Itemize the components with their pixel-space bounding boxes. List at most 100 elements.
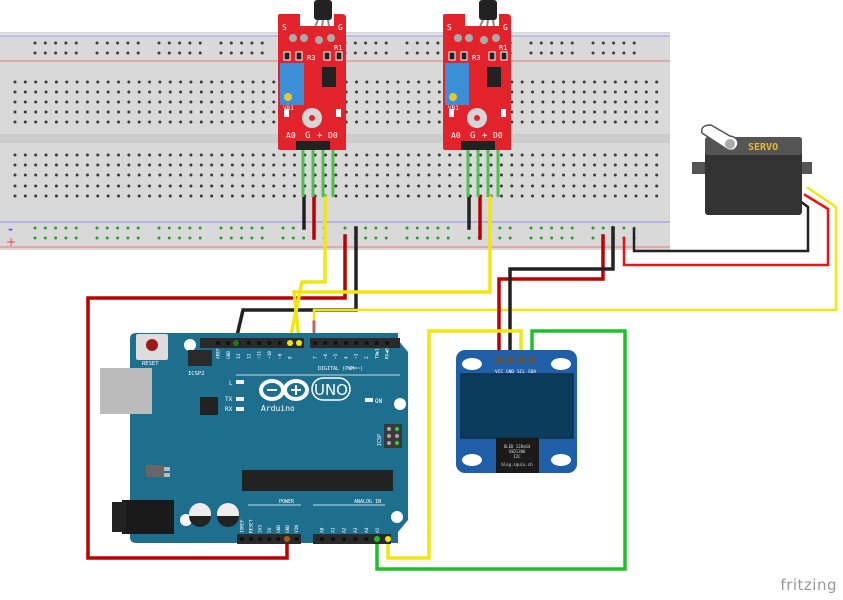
breadboard-hole[interactable]	[96, 173, 100, 177]
breadboard-hole[interactable]	[551, 163, 555, 167]
breadboard-hole[interactable]	[65, 173, 69, 177]
breadboard-hole[interactable]	[655, 184, 659, 188]
breadboard-hole[interactable]	[582, 90, 586, 94]
breadboard-hole[interactable]	[365, 163, 369, 167]
breadboard-hole[interactable]	[551, 90, 555, 94]
breadboard-hole[interactable]	[44, 110, 48, 114]
breadboard-hole[interactable]	[406, 194, 410, 198]
breadboard-hole[interactable]	[334, 153, 338, 157]
breadboard-hole[interactable]	[593, 90, 597, 94]
header-pin-3v3[interactable]	[258, 537, 262, 541]
breadboard-hole[interactable]	[127, 184, 131, 188]
wire-gnd-black[interactable]	[233, 226, 358, 343]
breadboard-hole[interactable]	[179, 184, 183, 188]
breadboard-hole[interactable]	[624, 100, 628, 104]
breadboard-hole[interactable]	[136, 226, 140, 230]
breadboard-hole[interactable]	[644, 194, 648, 198]
breadboard-hole[interactable]	[364, 226, 368, 230]
breadboard-hole[interactable]	[158, 163, 162, 167]
breadboard-hole[interactable]	[396, 120, 400, 124]
breadboard-hole[interactable]	[34, 184, 38, 188]
breadboard-hole[interactable]	[199, 120, 203, 124]
breadboard-hole[interactable]	[210, 110, 214, 114]
breadboard-hole[interactable]	[510, 173, 514, 177]
breadboard-hole[interactable]	[560, 236, 564, 240]
breadboard-hole[interactable]	[644, 120, 648, 124]
breadboard-hole[interactable]	[210, 163, 214, 167]
breadboard-hole[interactable]	[116, 236, 120, 240]
breadboard-hole[interactable]	[230, 120, 234, 124]
breadboard-hole[interactable]	[137, 80, 141, 84]
breadboard-hole[interactable]	[157, 226, 161, 230]
breadboard-hole[interactable]	[117, 90, 120, 94]
breadboard-hole[interactable]	[168, 90, 172, 94]
breadboard-hole[interactable]	[74, 236, 78, 240]
breadboard-hole[interactable]	[241, 80, 245, 84]
breadboard-hole[interactable]	[384, 236, 388, 240]
breadboard-hole[interactable]	[95, 236, 99, 240]
breadboard-hole[interactable]	[34, 163, 38, 167]
breadboard-hole[interactable]	[188, 51, 192, 55]
breadboard-hole[interactable]	[127, 110, 131, 114]
header-pin-vin[interactable]	[294, 537, 299, 541]
breadboard-hole[interactable]	[179, 100, 183, 104]
breadboard-hole[interactable]	[116, 41, 120, 45]
breadboard-hole[interactable]	[188, 236, 192, 240]
breadboard-hole[interactable]	[106, 90, 110, 94]
header-pin-2[interactable]	[364, 341, 369, 345]
breadboard-hole[interactable]	[65, 184, 69, 188]
breadboard-hole[interactable]	[386, 173, 390, 177]
breadboard-hole[interactable]	[375, 90, 379, 94]
breadboard-hole[interactable]	[396, 90, 400, 94]
breadboard-hole[interactable]	[613, 80, 617, 84]
breadboard-hole[interactable]	[178, 226, 182, 230]
breadboard-hole[interactable]	[510, 110, 514, 114]
breadboard-hole[interactable]	[562, 90, 566, 94]
breadboard-hole[interactable]	[291, 236, 295, 240]
breadboard-hole[interactable]	[593, 110, 597, 114]
breadboard-hole[interactable]	[199, 80, 203, 84]
breadboard-hole[interactable]	[417, 184, 421, 188]
breadboard-hole[interactable]	[96, 153, 100, 157]
breadboard-hole[interactable]	[375, 80, 379, 84]
breadboard-hole[interactable]	[54, 110, 58, 114]
breadboard-hole[interactable]	[634, 120, 638, 124]
breadboard-hole[interactable]	[189, 120, 193, 124]
breadboard-hole[interactable]	[582, 163, 586, 167]
breadboard-hole[interactable]	[386, 163, 390, 167]
header-pin-10[interactable]	[267, 341, 272, 345]
breadboard-hole[interactable]	[33, 51, 37, 55]
breadboard-hole[interactable]	[601, 51, 605, 55]
breadboard-hole[interactable]	[105, 41, 109, 45]
breadboard-hole[interactable]	[551, 184, 555, 188]
breadboard-hole[interactable]	[572, 120, 576, 124]
breadboard-hole[interactable]	[510, 90, 514, 94]
breadboard-hole[interactable]	[158, 120, 162, 124]
breadboard-hole[interactable]	[437, 110, 441, 114]
breadboard-hole[interactable]	[240, 236, 244, 240]
breadboard-hole[interactable]	[96, 194, 100, 198]
sensor-potentiometer[interactable]	[445, 63, 469, 105]
breadboard-hole[interactable]	[570, 41, 574, 45]
breadboard-hole[interactable]	[148, 163, 152, 167]
breadboard-hole[interactable]	[240, 226, 244, 230]
breadboard-hole[interactable]	[365, 80, 369, 84]
breadboard-hole[interactable]	[426, 226, 430, 230]
breadboard-hole[interactable]	[127, 80, 131, 84]
breadboard-hole[interactable]	[655, 173, 659, 177]
breadboard-hole[interactable]	[417, 100, 421, 104]
breadboard-hole[interactable]	[386, 100, 390, 104]
breadboard-hole[interactable]	[489, 163, 493, 167]
breadboard-hole[interactable]	[240, 51, 244, 55]
header-pin-a3[interactable]	[353, 537, 358, 541]
breadboard-hole[interactable]	[531, 120, 534, 124]
breadboard-hole[interactable]	[65, 90, 69, 94]
breadboard-hole[interactable]	[116, 51, 120, 55]
breadboard-hole[interactable]	[34, 194, 38, 198]
breadboard-hole[interactable]	[179, 90, 183, 94]
breadboard-hole[interactable]	[261, 163, 265, 167]
breadboard-hole[interactable]	[448, 184, 452, 188]
breadboard-hole[interactable]	[137, 184, 141, 188]
wire-oled-sda-green[interactable]	[375, 329, 627, 571]
breadboard-hole[interactable]	[355, 163, 359, 167]
